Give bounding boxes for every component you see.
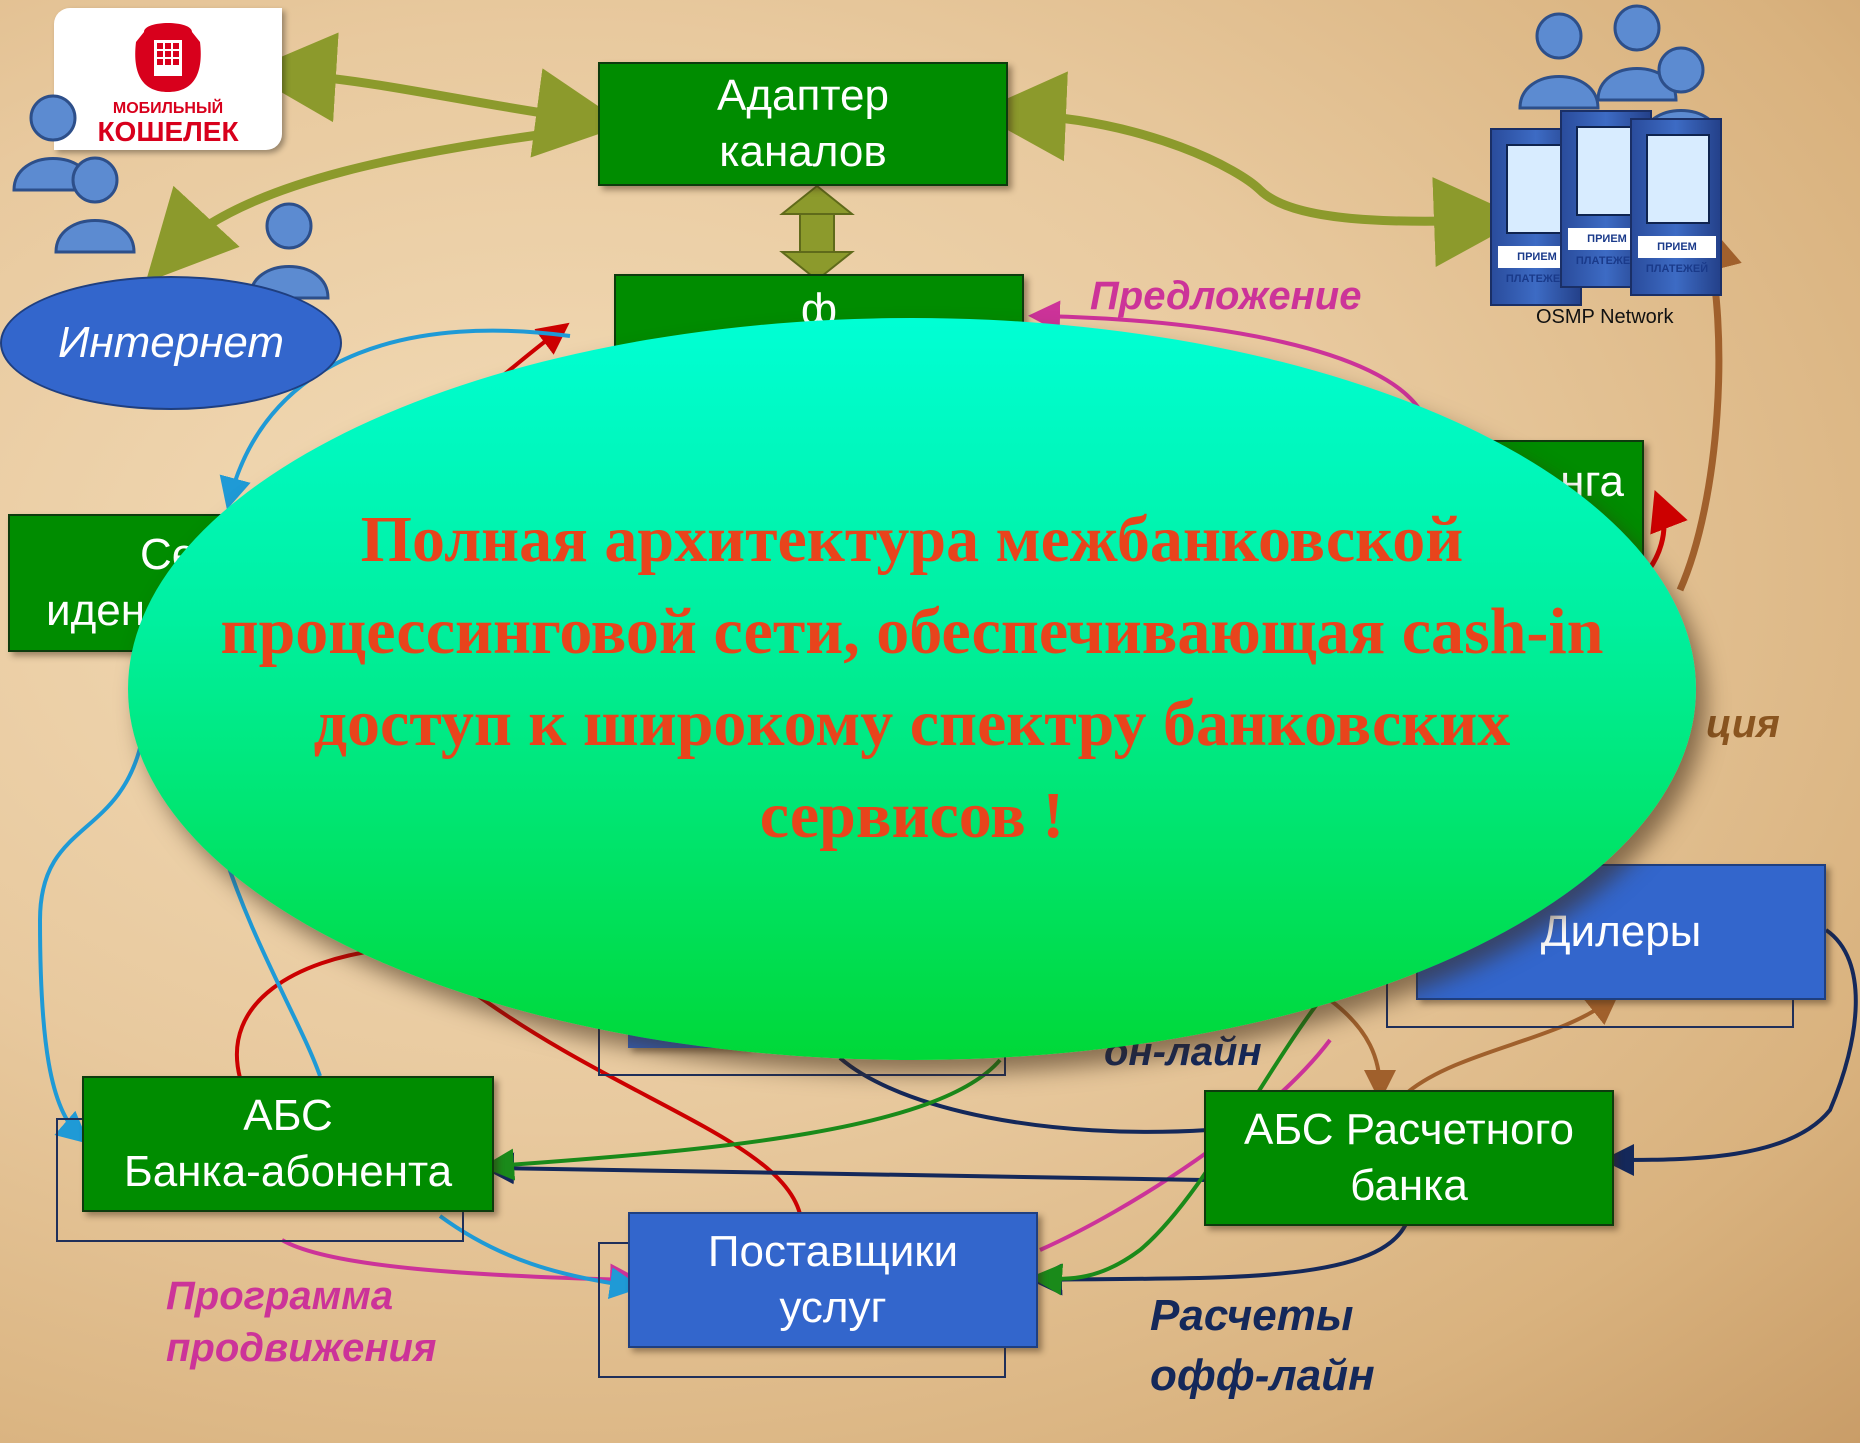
promo-line-2: продвижения [166,1326,437,1370]
mobile-wallet-logo: МОБИЛЬНЫЙ КОШЕЛЕК [54,8,282,150]
user-icon [1596,4,1678,102]
adapter-line-1: Адаптер [717,71,889,120]
payment-kiosk: ПРИЕМ ПЛАТЕЖЕЙ [1630,118,1722,296]
arrow-wallet-adapter [246,32,626,158]
arrow-dealers [1406,992,1620,1094]
arrow-cyan-bank [218,839,322,1077]
arrow-suppliers-offer [1039,1038,1332,1252]
arrow-adapter-core-down [779,251,855,282]
user-icon [1518,12,1600,110]
arrow-cyan-left [37,739,144,1144]
abs-settlement-line-2: банка [1350,1161,1468,1210]
summary-banner: Полная архитектура межбанковской процесс… [128,318,1696,1060]
arrow-red-suppliers [468,988,802,1215]
arrow-adapter-kiosks [976,71,1524,267]
arrow-navy-online [838,1056,1209,1134]
suppliers-line-2: услуг [779,1283,887,1332]
arrow-brown-online [1328,998,1396,1102]
abs-settlement-line-1: АБС Расчетного [1244,1105,1574,1154]
arrow-adapter-internet [145,123,591,283]
settlements-line-2: офф-лайн [1150,1351,1375,1400]
wallet-logo-line1: МОБИЛЬНЫЙ [112,100,224,117]
kiosk-sign: ПРИЕМ ПЛАТЕЖЕЙ [1568,228,1646,267]
kiosk-screen [1646,134,1710,224]
dealers-label: Дилеры [1540,907,1702,956]
wallet-logo-line2: КОШЕЛЕК [97,116,239,147]
abs-client-bank-node: АБС Банка-абонента [82,1076,494,1212]
suppliers-line-1: Поставщики [707,1227,959,1276]
settlements-line-1: Расчеты [1150,1291,1354,1340]
promo-line-1: Программа [166,1274,394,1318]
service-suppliers-node: Поставщики услуг [628,1212,1038,1348]
settlements-offline-label: Расчеты офф-лайн [1150,1286,1375,1406]
arrow-green-bank [482,1058,1002,1181]
arrow-offer [1028,300,1422,412]
arrow-navy-bank [482,1152,1205,1185]
abs-bank-line-2: Банка-абонента [123,1147,453,1196]
user-icon [54,156,136,254]
arrow-navy-suppliers [1030,1209,1412,1296]
arrow-adapter-core-up [779,184,855,215]
arrow-navy-dealers [1602,928,1858,1176]
promo-label: Программа продвижения [166,1270,436,1374]
adapter-line-2: каналов [719,127,887,176]
arrow-promo [280,1238,642,1296]
abs-settlement-bank-node: АБС Расчетного банка [1204,1090,1614,1226]
arrow-red-bank [234,948,381,1079]
arrow-adapter-core-shaft [799,209,835,257]
osmp-network-label: OSMP Network [1536,306,1674,328]
kiosk-sign: ПРИЕМ ПЛАТЕЖЕЙ [1638,236,1716,275]
incasso-partial-label: ция [1706,702,1780,746]
kiosk-screen [1506,144,1570,234]
summary-banner-text: Полная архитектура межбанковской процесс… [220,503,1604,852]
left-node-line-2: иден [46,586,146,635]
kiosk-sign: ПРИЕМ ПЛАТЕЖЕЙ [1498,246,1576,285]
wallet-icon [135,23,201,92]
internet-node: Интернет [0,276,342,410]
arrow-cyan-internet [219,328,571,510]
abs-bank-line-1: АБС [243,1091,333,1140]
channel-adapter-node: Адаптер каналов [598,62,1008,186]
arrow-green-suppliers [1030,998,1322,1296]
offer-label: Предложение [1090,274,1362,318]
